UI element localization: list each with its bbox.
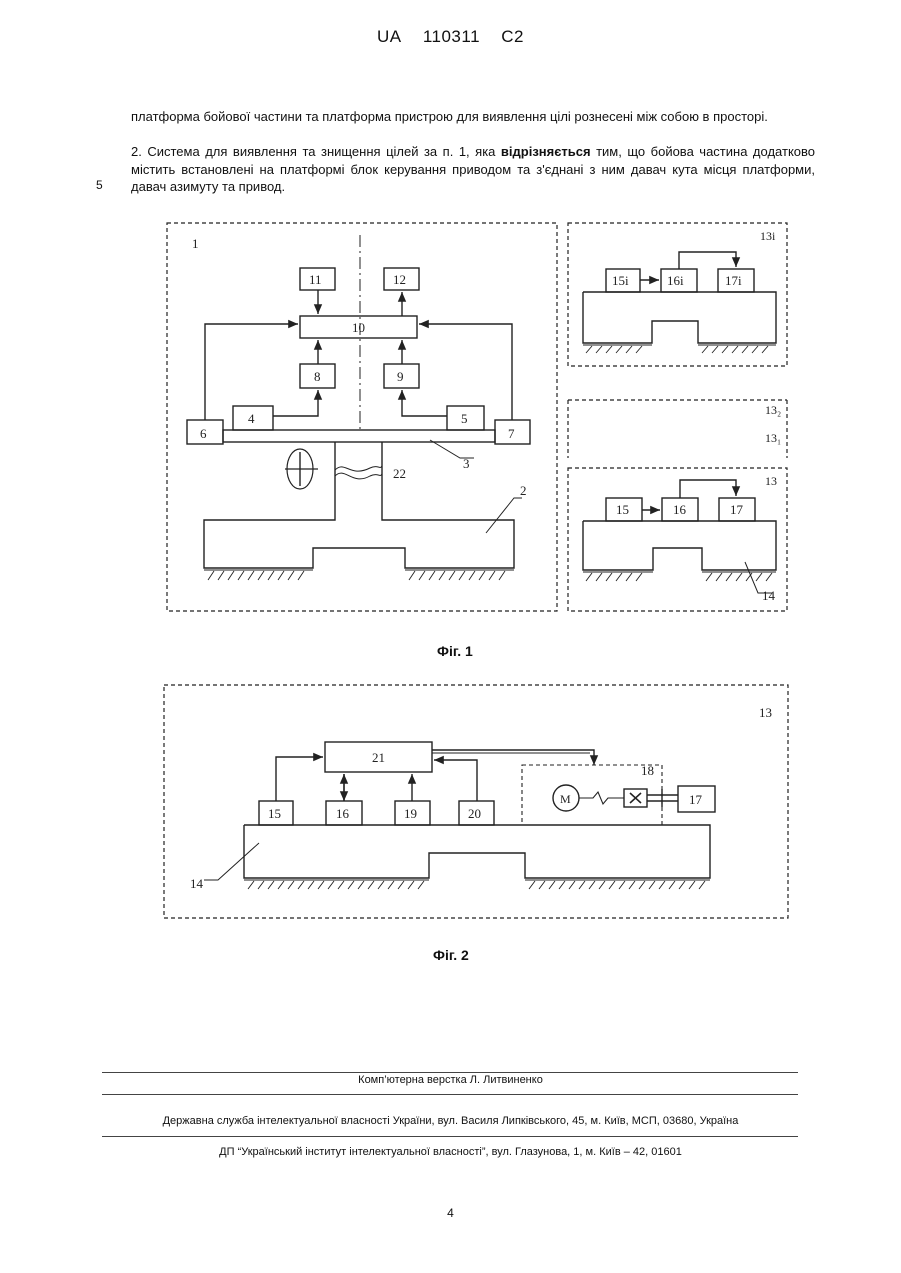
block-6: 6 xyxy=(200,426,207,441)
label-13-2: 13₂ xyxy=(765,403,781,417)
block-15i: 15i xyxy=(612,273,629,288)
block-10: 10 xyxy=(352,320,365,335)
label-13-1: 13₁ xyxy=(765,431,781,445)
label-14: 14 xyxy=(190,876,204,891)
block-11: 11 xyxy=(309,272,322,287)
block-16: 16 xyxy=(336,806,350,821)
block-9: 9 xyxy=(397,369,404,384)
motor-symbol: M xyxy=(560,792,571,806)
block-8: 8 xyxy=(314,369,321,384)
label-13i: 13i xyxy=(760,229,776,243)
block-16: 16 xyxy=(673,502,687,517)
page-number: 4 xyxy=(0,1206,901,1220)
block-15: 15 xyxy=(268,806,281,821)
divider xyxy=(102,1094,798,1095)
block-15: 15 xyxy=(616,502,629,517)
divider xyxy=(102,1072,798,1073)
layout-credit: Комп’ютерна верстка Л. Литвиненко xyxy=(0,1074,901,1086)
agency-address: Державна служба інтелектуальної власност… xyxy=(0,1115,901,1127)
label-1: 1 xyxy=(192,236,199,251)
block-21: 21 xyxy=(372,750,385,765)
divider xyxy=(102,1136,798,1137)
block-20: 20 xyxy=(468,806,481,821)
block-19: 19 xyxy=(404,806,417,821)
figure-1-caption: Фіг. 1 xyxy=(437,643,473,659)
label-2: 2 xyxy=(520,483,527,498)
block-7: 7 xyxy=(508,426,515,441)
label-13: 13 xyxy=(765,474,777,488)
block-17: 17 xyxy=(689,792,703,807)
label-18: 18 xyxy=(641,763,654,778)
figure-2-diagram: 13 21 18 M 17 15 16 19 20 14 xyxy=(0,670,901,950)
block-16i: 16i xyxy=(667,273,684,288)
label-14: 14 xyxy=(762,588,776,603)
institute-address: ДП “Український інститут інтелектуальної… xyxy=(0,1146,901,1158)
label-13: 13 xyxy=(759,705,772,720)
block-17: 17 xyxy=(730,502,744,517)
block-12: 12 xyxy=(393,272,406,287)
block-17i: 17i xyxy=(725,273,742,288)
figure-1-diagram: 1 11 12 10 8 9 4 5 6 7 3 22 2 13i 15i 16… xyxy=(0,0,901,640)
label-22: 22 xyxy=(393,466,406,481)
block-5: 5 xyxy=(461,411,468,426)
figure-2-caption: Фіг. 2 xyxy=(433,947,469,963)
label-3: 3 xyxy=(463,456,470,471)
block-4: 4 xyxy=(248,411,255,426)
